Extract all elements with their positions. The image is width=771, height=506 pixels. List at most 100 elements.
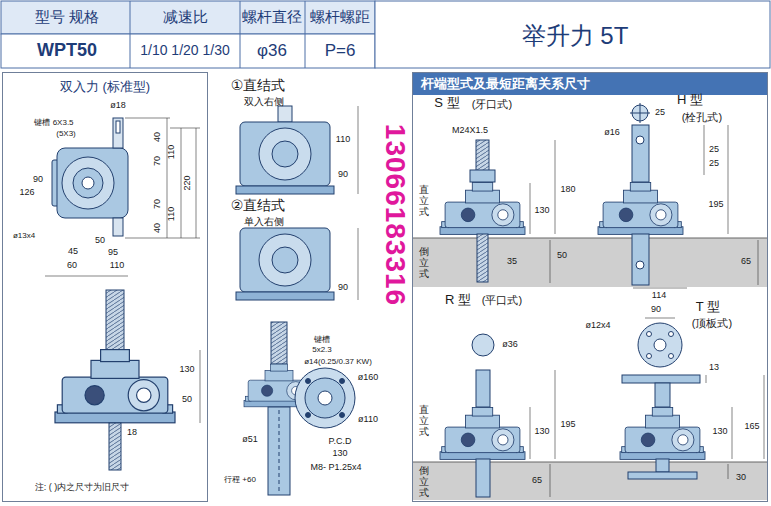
drawing-line	[704, 125, 705, 175]
dimension-label: 90	[338, 170, 348, 180]
mounting-label: 倒立式	[419, 465, 429, 498]
h-type-jack	[598, 103, 683, 285]
table-cell: WPT50	[37, 41, 97, 61]
drawing-circle	[259, 128, 311, 180]
watermark: 13066183316	[381, 124, 409, 306]
drawing-circle	[654, 339, 666, 351]
ground-line	[413, 238, 768, 239]
table-cell: 减速比	[163, 9, 208, 26]
drawing-rect	[106, 290, 124, 350]
drawing-line	[640, 103, 641, 123]
dimension-label: M24X1.5	[452, 126, 488, 136]
drawing-line	[706, 375, 707, 383]
dimension-label: 13	[709, 363, 719, 373]
drawing-rect	[109, 423, 121, 470]
dimension-label: R 型	[445, 293, 471, 307]
dimension-label: 50	[95, 236, 105, 246]
table-cell: 螺杆螺距	[310, 9, 370, 26]
dimension-label: ø13x4	[13, 232, 35, 241]
table-header-row	[1, 1, 375, 34]
table-cell: 举升力 5T	[522, 23, 629, 49]
dimension-label: 220	[183, 175, 193, 190]
dimension-label: 110	[110, 261, 124, 271]
dimension-label: 双入右侧	[244, 96, 284, 107]
dimension-label: 130	[712, 427, 727, 437]
drawing-rect	[113, 118, 123, 148]
dimension-label: ø51	[242, 435, 258, 445]
drawing-circle	[272, 141, 298, 167]
drawing-circle	[638, 323, 682, 367]
drawing-circle	[636, 261, 644, 269]
inverted-ground	[413, 462, 768, 500]
dimension-label: 130	[534, 427, 549, 437]
drawing-circle	[306, 379, 311, 384]
dimension-label: S 型	[434, 96, 459, 110]
dimension-label: P.C.D	[329, 437, 352, 447]
drawing-rect	[116, 121, 120, 133]
drawing-circle	[647, 332, 652, 337]
drawing-circle	[306, 413, 311, 418]
table-cell: 螺杆直径	[242, 9, 302, 26]
dimension-label: 70	[153, 156, 163, 166]
drawing-line	[728, 464, 729, 479]
dimension-label: 25	[709, 159, 719, 169]
drawing-line	[758, 240, 759, 285]
dimension-label: 90	[651, 305, 661, 315]
dimension-label: ②直结式	[231, 198, 286, 213]
t-type-jack	[620, 323, 705, 479]
dimension-label: 注: ( )内之尺寸为旧尺寸	[35, 483, 130, 493]
drawing-line	[530, 407, 531, 459]
dimension-label: 45	[68, 247, 78, 257]
dimension-label: 单入右侧	[244, 216, 284, 227]
table-value-row	[1, 34, 375, 68]
drawing-rect	[236, 186, 334, 194]
table-rule	[130, 1, 131, 68]
header-band-panel: 杆端型式及最短距离关系尺寸	[412, 72, 768, 502]
dimension-label: 25	[709, 145, 719, 155]
drawing-line	[181, 128, 182, 238]
table-rule	[305, 1, 306, 68]
dimension-label: 35	[507, 257, 517, 267]
dimension-label: ①直结式	[231, 78, 286, 93]
drawing-line	[358, 106, 359, 194]
dimension-label: 40	[153, 223, 163, 233]
drawing-use	[440, 408, 525, 460]
dimension-label: 114	[652, 291, 666, 301]
dimension-label: (牙口式)	[472, 98, 512, 110]
dimension-label: 60	[67, 261, 77, 271]
dimension-label: ø110	[358, 415, 378, 425]
table-cell: 型号 规格	[35, 9, 99, 26]
table-cell: φ36	[257, 42, 287, 61]
drawing-circle	[472, 334, 494, 356]
drawing-circle	[636, 136, 644, 144]
dimension-label: T 型	[696, 300, 720, 314]
dimension-label: 165	[744, 422, 759, 432]
table-rule	[240, 1, 241, 68]
dimension-label: ø36	[502, 340, 518, 350]
drawing-use	[440, 183, 525, 235]
drawing-line	[550, 464, 551, 497]
drawing-line	[728, 125, 729, 234]
drawing-line	[550, 240, 551, 283]
drawing-rect	[476, 370, 490, 407]
dimension-label: 195	[708, 200, 723, 210]
drawing-line	[555, 370, 556, 459]
dimension-label: 行程 +60	[224, 476, 256, 485]
mounting-label: 直立式	[419, 404, 429, 437]
drawing-rect	[632, 234, 649, 285]
drawing-circle	[669, 332, 674, 337]
ground-bands	[413, 238, 768, 500]
drawing-circle	[62, 157, 114, 209]
dimension-label: 50	[182, 395, 192, 405]
r-type-jack	[440, 334, 525, 497]
panel-title: 双入力 (标准型)	[3, 73, 207, 96]
drawing-circle	[82, 177, 94, 189]
table-cell: 1/10 1/20 1/30	[140, 43, 230, 58]
panel-header: 杆端型式及最短距离关系尺寸	[413, 73, 767, 95]
dimension-label: M8- P1.25x4	[310, 463, 361, 473]
drawing-rect	[656, 459, 669, 472]
drawing-circle	[272, 247, 298, 273]
dimension-label: 110	[336, 135, 350, 145]
dimension-label: H 型	[677, 93, 703, 107]
drawing-line	[125, 238, 200, 239]
